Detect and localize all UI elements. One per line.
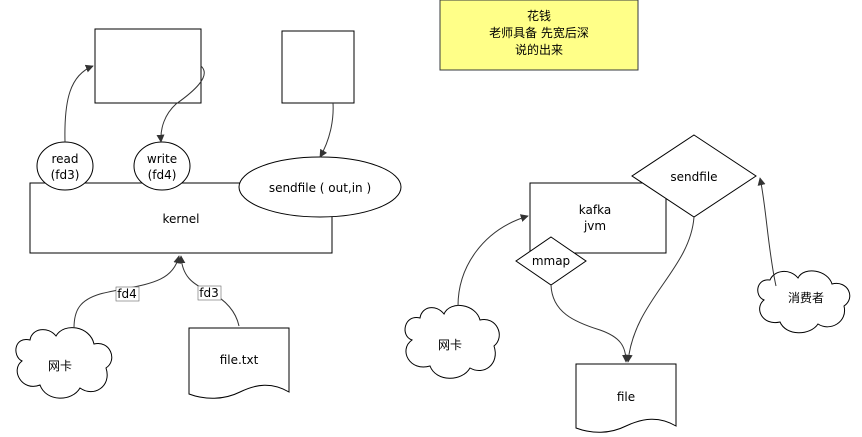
edge-mmap-to-file [550,284,630,363]
kafka-label-line1: kafka [579,203,611,217]
file-doc: file [575,363,677,433]
file-txt-label: file.txt [220,353,259,367]
sticky-note: 花钱 老师具备 先宽后深 说的出来 [439,0,639,71]
note-line-1: 花钱 [527,8,551,23]
edge-label-fd3: fd3 [197,285,222,301]
note-line-3: 说的出来 [515,42,563,57]
edge-nic-to-kernel [73,255,182,329]
edge-read-to-buffer [64,64,94,143]
sendfile-node: sendfile ( out,in ) [238,156,402,218]
write-label-line2: (fd4) [148,168,177,182]
mmap-diamond: mmap [515,236,587,286]
nic-cloud-left: 网卡 [15,327,113,399]
edge-buffer-to-write [156,65,205,143]
note-line-2: 老师具备 先宽后深 [489,25,589,40]
nic-label-left: 网卡 [48,359,72,373]
nic-cloud-right: 网卡 [404,305,500,379]
edge-label-fd3-text: fd3 [199,286,218,300]
edge-sendfile-to-file [624,216,695,363]
sendfile-diamond-label: sendfile [670,170,717,184]
read-label-line2: (fd3) [51,168,80,182]
sendfile-diamond: sendfile [631,134,757,218]
consumer-cloud: 消费者 [757,270,851,334]
read-label-line1: read [51,152,78,166]
edge-label-fd4: fd4 [115,286,140,302]
read-node: read (fd3) [36,141,94,191]
file-txt-doc: file.txt [188,327,290,399]
write-node: write (fd4) [133,141,191,191]
edge-sendfile-target [319,102,334,158]
file-label: file [617,390,635,404]
consumer-label: 消费者 [788,291,824,305]
kafka-label-line2: jvm [583,219,606,233]
write-label-line1: write [147,152,177,166]
kernel-label: kernel [163,212,200,226]
process-buffer-box [94,28,202,104]
nic-label-right: 网卡 [438,338,462,352]
mmap-label: mmap [532,254,570,268]
target-buffer-box [281,30,355,104]
edge-nic-to-kafka [457,214,529,307]
edge-label-fd4-text: fd4 [117,287,136,301]
edge-consumer-to-sendfile [757,177,777,287]
sendfile-label: sendfile ( out,in ) [269,181,371,195]
